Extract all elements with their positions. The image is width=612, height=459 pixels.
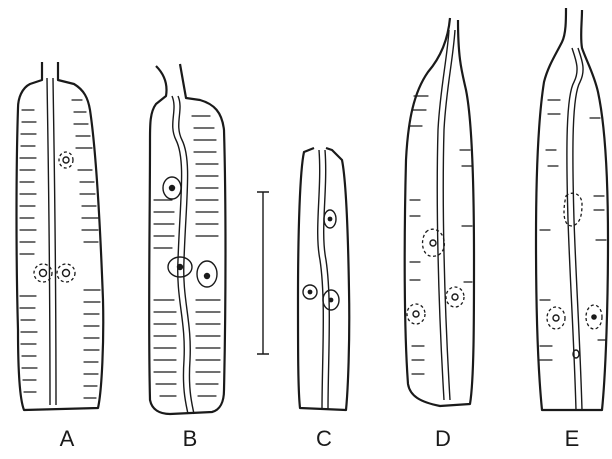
specimen-e <box>536 8 608 410</box>
panel-label-e: E <box>552 426 592 452</box>
specimen-b <box>149 64 225 414</box>
panel-label-b: B <box>170 426 210 452</box>
panel-label-a: A <box>47 426 87 452</box>
specimen-b-outline <box>149 64 225 414</box>
panel-label-d: D <box>423 426 463 452</box>
specimen-c <box>298 148 349 410</box>
specimen-a-outline <box>17 62 104 410</box>
specimen-d <box>405 18 474 406</box>
specimen-c-outline <box>298 148 349 410</box>
panel-label-c: C <box>304 426 344 452</box>
specimen-d-outline <box>405 18 474 406</box>
specimen-e-outline <box>536 8 608 410</box>
specimen-a <box>17 62 104 410</box>
scale-bar <box>257 192 269 354</box>
